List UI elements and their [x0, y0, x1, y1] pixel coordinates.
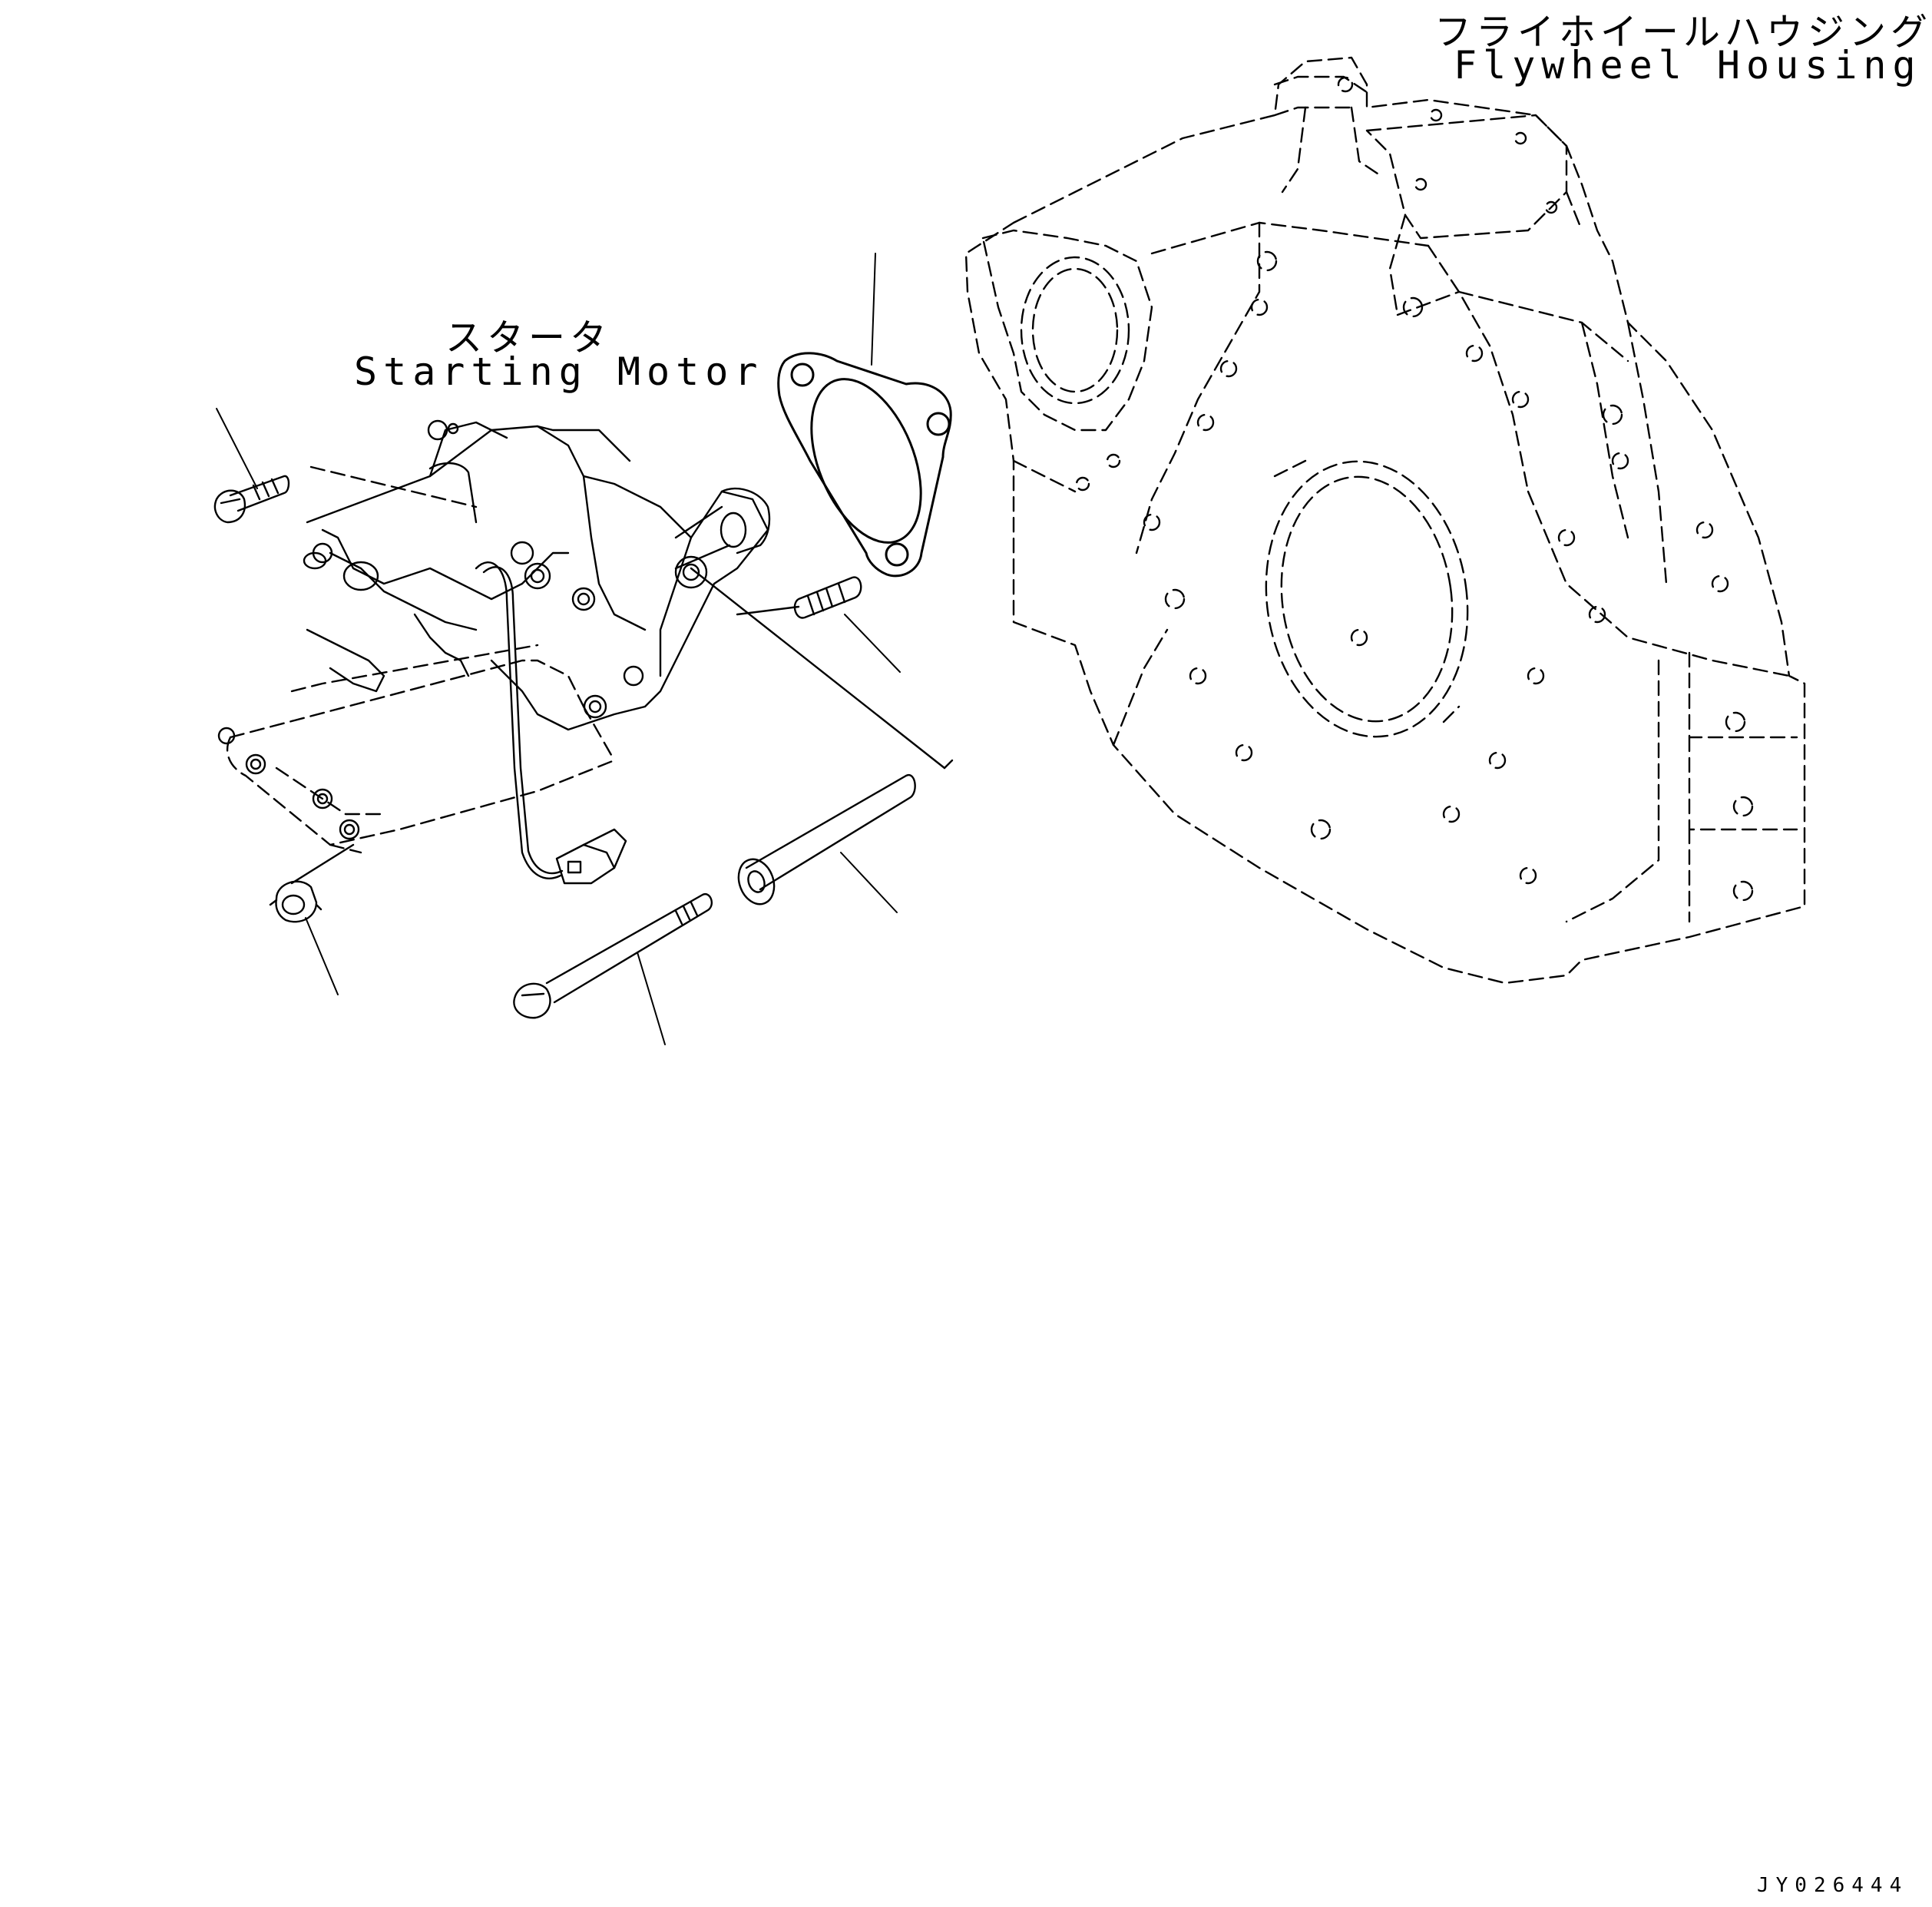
flywheel-housing-label-en: Flywheel Housing — [1454, 43, 1922, 88]
leader-pipe — [840, 852, 898, 913]
stud-bolt — [793, 576, 862, 619]
assembly-line-stud — [690, 567, 946, 770]
assembly-line-nut — [290, 843, 355, 885]
starting-motor — [217, 419, 771, 885]
starting-motor-label-en: Starting Motor — [354, 349, 764, 394]
assembly-line-pipe — [943, 759, 954, 770]
leader-long-bolt — [637, 952, 666, 1045]
assembly-line-bolt — [309, 465, 478, 508]
flywheel-housing — [964, 56, 1806, 985]
flywheel-housing-label-jp: フライホイールハウジング — [1434, 11, 1932, 54]
parts-diagram — [213, 56, 1806, 1045]
leader-stud — [844, 614, 901, 673]
figure-code: JY026444 — [1757, 1874, 1909, 1897]
end-frame-bolts — [217, 727, 360, 840]
terminal-nuts — [427, 419, 708, 719]
flange-nut — [269, 880, 323, 923]
gasket — [777, 352, 952, 578]
spacer-pipe — [737, 773, 916, 905]
leader-nut — [305, 917, 339, 995]
leader-short-bolt — [216, 408, 258, 489]
mounting-bolt-short — [213, 475, 290, 524]
mounting-bolt-long — [513, 892, 713, 1019]
starting-motor-label-jp: スタータ — [445, 316, 612, 359]
leader-lines — [216, 253, 901, 1045]
leader-gasket — [871, 253, 876, 366]
